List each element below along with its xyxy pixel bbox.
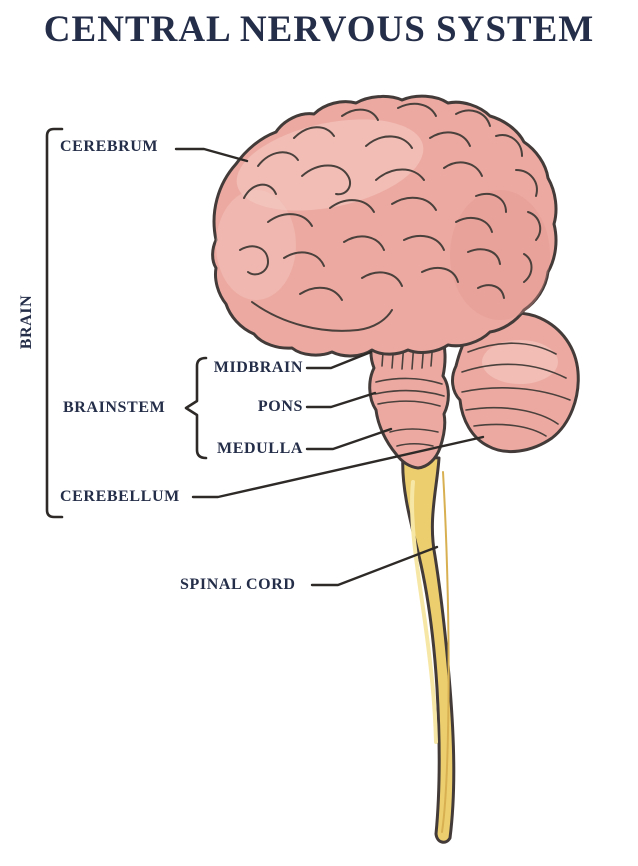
- spinal-cord-leader-line: [310, 545, 439, 587]
- cerebellum-label: CEREBELLUM: [60, 488, 180, 505]
- medulla-leader-line: [305, 427, 393, 451]
- spinal-cord-label: SPINAL CORD: [180, 576, 296, 593]
- brain-bracket: [45, 127, 64, 519]
- page-title: CENTRAL NERVOUS SYSTEM: [43, 9, 595, 50]
- spinal-cord-shape: [401, 453, 456, 844]
- pons-label: PONS: [257, 398, 303, 415]
- cerebrum-label: CEREBRUM: [60, 138, 159, 155]
- brain-group-label: BRAIN: [18, 294, 35, 350]
- midbrain-leader-line: [305, 350, 373, 370]
- brainstem-group-label: BRAINSTEM: [63, 399, 166, 416]
- midbrain-label: MIDBRAIN: [213, 359, 303, 376]
- cerebellum-shape: [451, 311, 580, 453]
- cerebrum-shape: [211, 94, 558, 358]
- pons-leader-line: [305, 391, 377, 409]
- cerebellum-leader-line: [191, 435, 485, 499]
- cerebrum-leader-line: [174, 147, 249, 163]
- brainstem-bracket: [184, 356, 208, 460]
- medulla-label: MEDULLA: [217, 440, 303, 457]
